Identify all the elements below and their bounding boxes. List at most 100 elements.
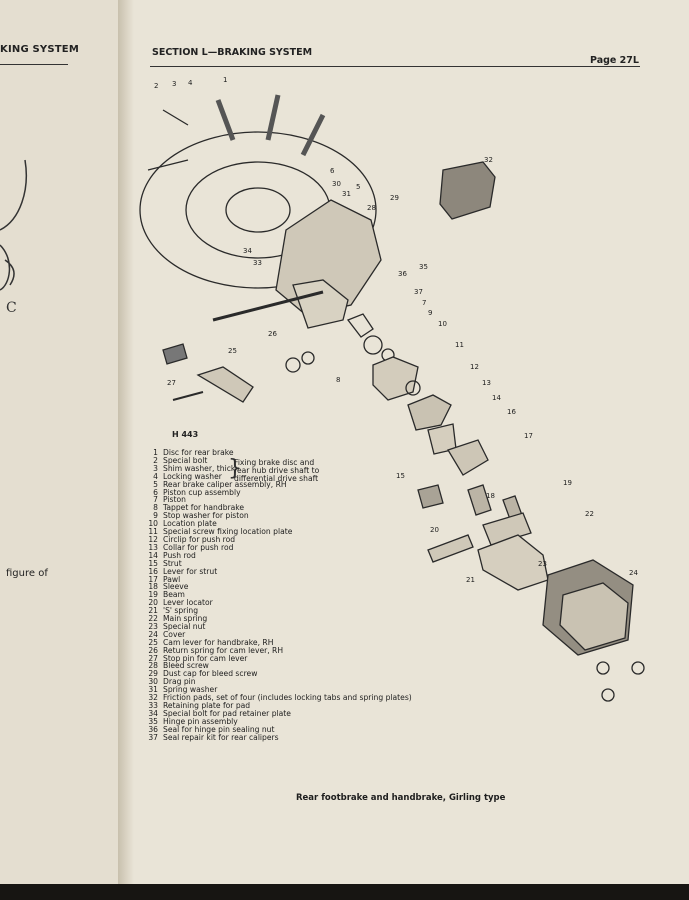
callout-29: 29 [390,194,399,202]
part-name: Stop washer for piston [163,511,249,521]
part-name: Piston [163,495,186,505]
callout-25: 25 [228,347,237,355]
part-number: 24 [148,629,158,639]
callout-26: 26 [268,330,277,338]
callout-14: 14 [492,394,501,402]
parts-list-item: 27 Stop pin for cam lever [146,653,446,663]
part-number: 16 [148,566,158,576]
part-name: Special nut [163,621,206,631]
callout-9: 9 [428,309,432,317]
parts-list-item: 21'S' spring [146,607,446,615]
part-number: 37 [148,732,158,742]
figure-caption: Rear footbrake and handbrake, Girling ty… [296,793,506,803]
part-name: Spring washer [163,685,218,695]
parts-list-item: 17 Pawl [146,574,446,584]
part-number: 2 [153,455,158,465]
callout-30: 30 [332,180,341,188]
part-name: Special bolt [163,455,208,465]
callout-6: 6 [330,167,335,175]
callout-31: 31 [342,190,351,198]
callout-27: 27 [167,379,176,387]
part-number: 29 [148,669,158,679]
part-number: 1 [153,448,158,457]
callout-17: 17 [524,432,533,440]
callout-15: 15 [396,472,405,480]
page-number: Page 27L [590,55,639,66]
part-number: 27 [148,653,158,663]
callout-37: 37 [414,288,423,296]
callout-23: 23 [538,560,547,568]
left-page: KING SYSTEM C figure of [0,0,119,890]
callout-16: 16 [507,408,516,416]
part-number: 32 [148,693,158,703]
part-number: 33 [148,701,158,710]
part-number: 13 [148,542,158,552]
part-name: Push rod [163,550,196,560]
left-page-header: KING SYSTEM [0,44,79,55]
part-name: 'S' spring [163,606,199,616]
exploded-diagram: 1 2 3 4 5 6 7 8 9 10 11 12 13 14 15 16 1… [139,76,645,702]
part-name: Friction pads, set of four (includes loc… [163,693,412,703]
bracket-note-line: Fixing brake disc and [234,458,315,467]
part-number: 3 [153,463,158,473]
callout-1: 1 [223,76,227,84]
part-name: Strut [163,558,182,568]
callout-35: 35 [419,263,428,271]
left-page-rule [0,64,68,65]
part-name: Hinge pin assembly [163,716,238,726]
callout-4: 4 [188,79,193,87]
part-number: 23 [148,621,158,631]
parts-list-item: 34 Special bolt for pad retainer plate [146,708,446,718]
part-name: Retaining plate for pad [163,701,251,710]
bracket-note-line: differential drive shaft [234,473,319,483]
callout-12: 12 [470,363,479,371]
part-number: 8 [153,503,158,513]
part-number: 7 [153,495,158,505]
part-number: 22 [148,614,158,624]
parts-list-item: 29 Dust cap for bleed screw [146,670,446,678]
parts-list-item: 32 Friction pads, set of four (includes l… [146,694,446,702]
part-name: Special screw fixing location plate [163,527,293,537]
part-number: 6 [153,487,158,497]
callout-19: 19 [563,479,572,487]
part-number: 5 [153,479,158,489]
part-name: Cover [163,629,186,639]
part-name: Dust cap for bleed screw [163,669,258,679]
callout-7: 7 [422,299,426,307]
part-name: Bleed screw [163,661,209,671]
parts-list-item: 7 Piston [146,496,446,504]
part-number: 30 [148,677,158,687]
parts-list-item: 23 Special nut [146,621,446,631]
callout-20: 20 [430,526,439,534]
part-number: 34 [148,708,158,718]
part-number: 17 [148,574,158,584]
callout-8: 8 [336,376,340,384]
part-number: 10 [148,519,158,529]
part-name: Special bolt for pad retainer plate [163,708,291,718]
figure-code: H 443 [172,430,199,439]
part-name: Pawl [163,574,181,584]
callout-5: 5 [356,183,360,191]
callout-11: 11 [455,341,464,349]
left-page-diagram-fragment: C [0,159,27,316]
bottom-shadow [0,884,689,900]
part-name: Lever locator [163,598,213,608]
header-rule [150,66,640,67]
part-number: 28 [148,661,158,671]
part-name: Lever for strut [163,566,218,576]
part-number: 19 [148,590,158,600]
part-name: Cam lever for handbrake, RH [163,637,274,647]
part-name: Stop pin for cam lever [163,653,248,663]
callout-13: 13 [482,379,491,387]
callout-36: 36 [398,270,407,278]
page-gutter [118,0,134,890]
